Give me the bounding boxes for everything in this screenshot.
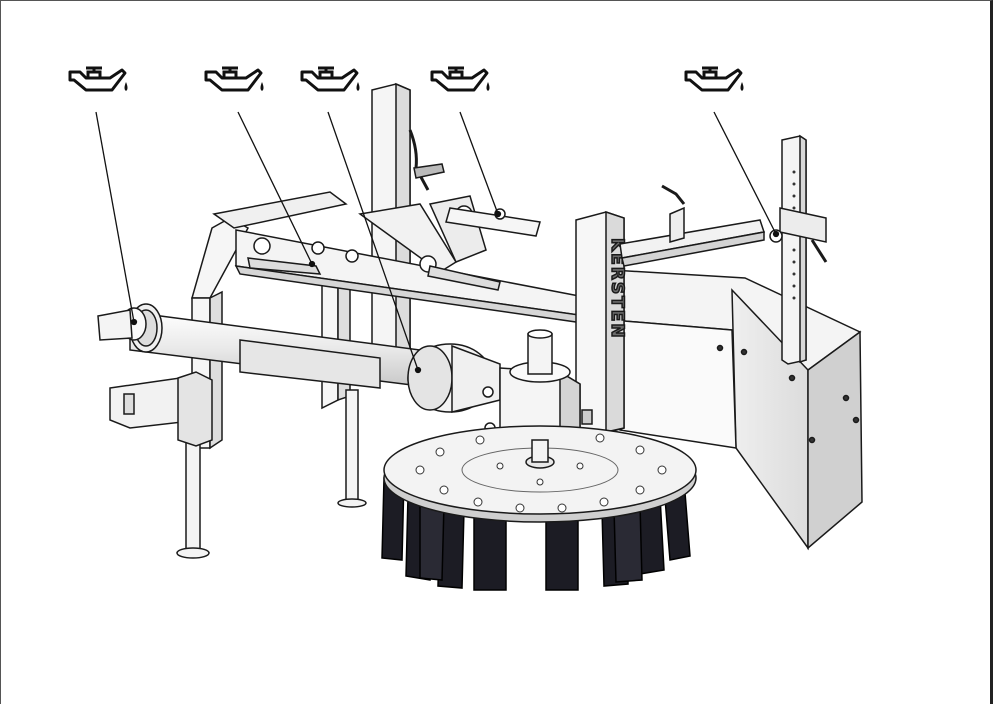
brand-label: KERSTEN <box>607 238 627 340</box>
main-upright: KERSTEN <box>575 210 628 437</box>
support-legs <box>176 389 367 559</box>
oil-can-icon <box>684 66 745 93</box>
oil-can-icon <box>430 66 491 93</box>
leader-line <box>95 111 135 323</box>
leader-dot <box>772 230 780 238</box>
leader-dot <box>494 210 502 218</box>
leader-dot <box>308 260 316 268</box>
side-arm <box>619 134 828 365</box>
brush-disc <box>381 425 697 591</box>
leader-line <box>459 111 499 215</box>
pto-shaft <box>97 303 421 389</box>
oil-can-icon <box>204 66 265 93</box>
leader-line <box>237 111 313 265</box>
oil-can-icon <box>300 66 361 93</box>
hitch-bracket <box>109 371 213 447</box>
leader-dot <box>130 318 138 326</box>
leader-line <box>713 111 777 235</box>
oil-can-icon <box>68 66 129 93</box>
top-link-assembly <box>212 191 606 327</box>
leader-lines <box>95 111 780 374</box>
gearbox <box>407 329 581 443</box>
leader-dot <box>414 366 422 374</box>
leader-line <box>327 111 419 371</box>
